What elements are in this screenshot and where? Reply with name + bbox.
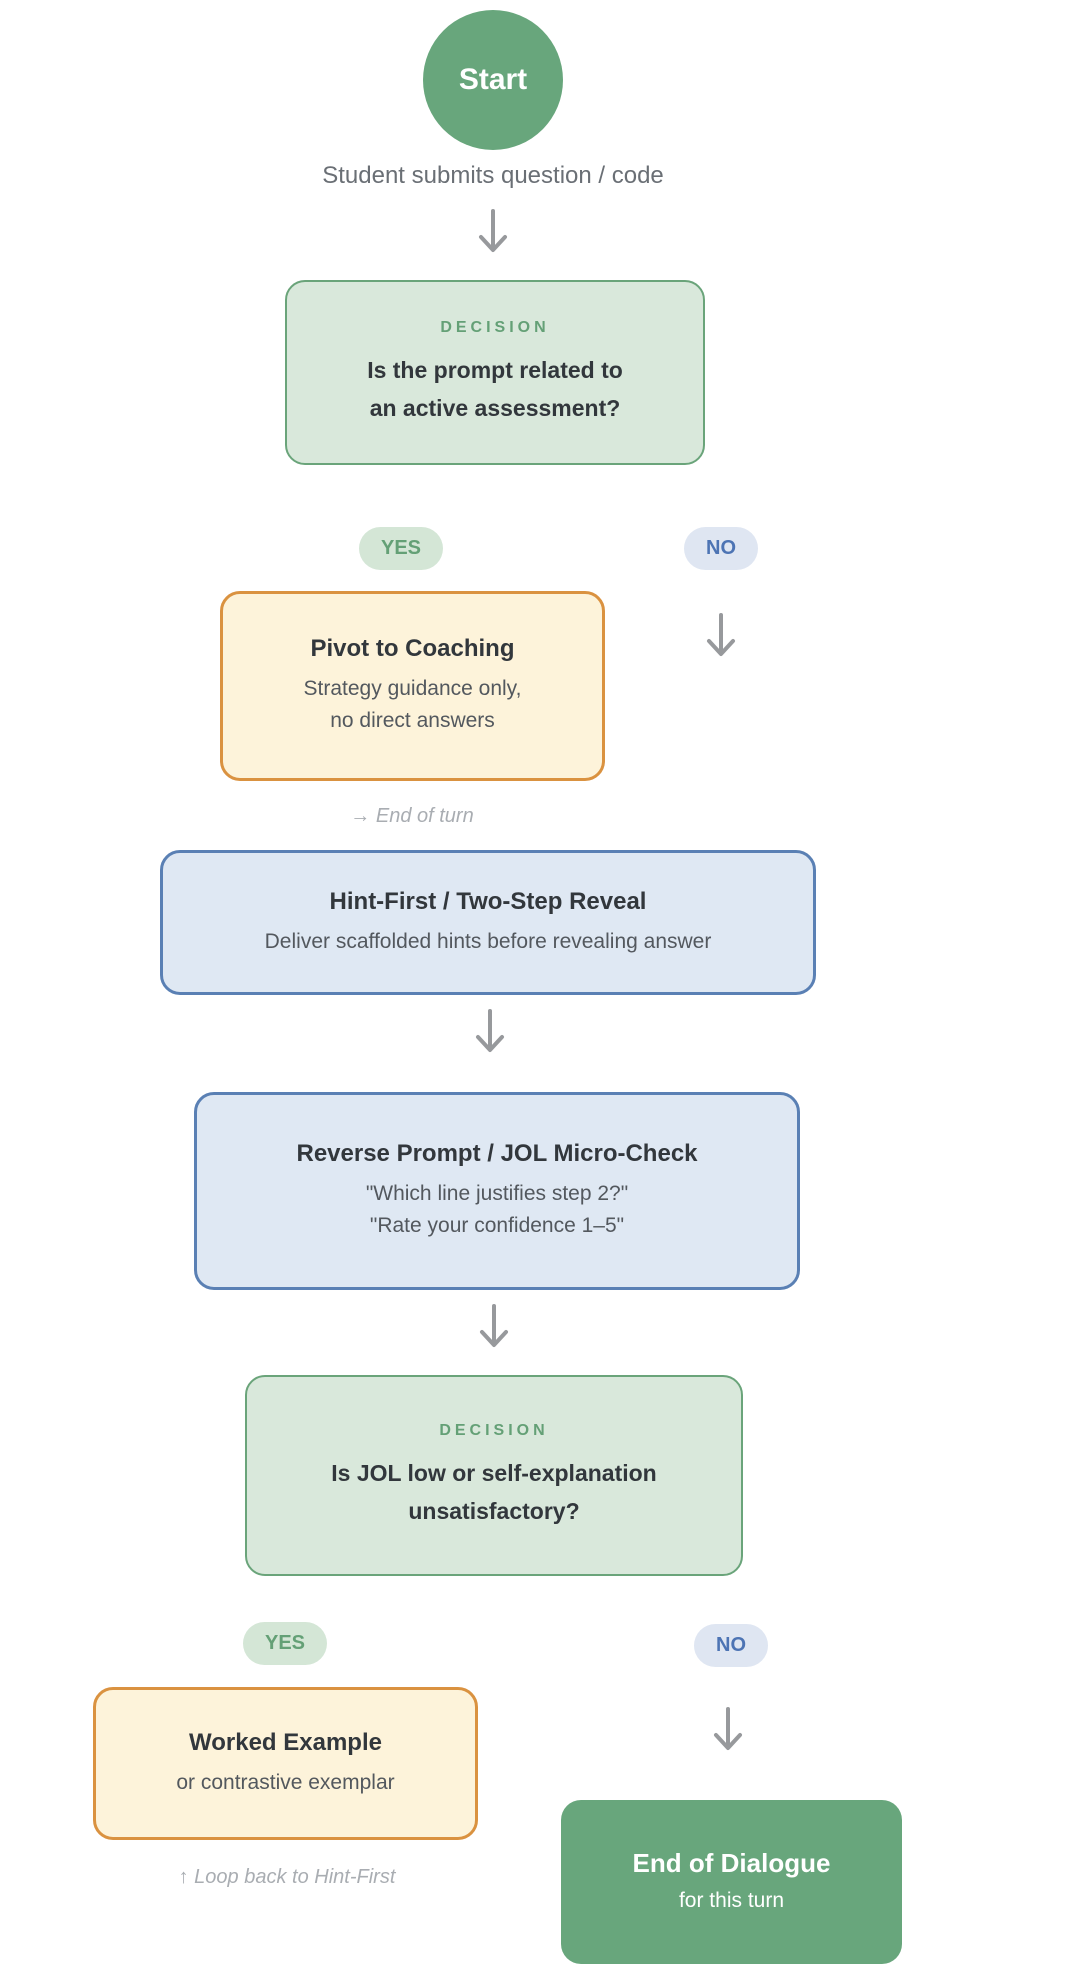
pivot-title: Pivot to Coaching: [310, 635, 515, 662]
yes-badge-1: YES: [358, 527, 444, 570]
pivot-sub-line2: no direct answers: [330, 709, 495, 732]
start-node: Start: [423, 10, 563, 150]
reverse-quote2: "Rate your confidence 1–5": [369, 1214, 625, 1237]
end-of-turn-note: → End of turn: [350, 805, 474, 827]
hint-node: Hint-First / Two-Step Reveal Deliver sca…: [160, 850, 816, 995]
yes-badge-2: YES: [242, 1622, 328, 1665]
arrow-no2-to-end: [710, 1706, 746, 1754]
down-arrow-icon: [707, 613, 735, 656]
hint-title: Hint-First / Two-Step Reveal: [329, 887, 647, 915]
down-arrow-icon: [479, 209, 507, 252]
down-arrow-icon: [476, 1009, 504, 1052]
arrow-hint-to-reverse: [472, 1008, 508, 1056]
arrow-no1-to-hint: [703, 612, 739, 660]
decision1-node: DECISION Is the prompt related to an act…: [285, 280, 705, 465]
no-badge-1: NO: [684, 527, 758, 570]
start-label: Start: [458, 63, 528, 96]
down-arrow-icon: [480, 1304, 508, 1347]
worked-title: Worked Example: [189, 1728, 382, 1756]
intro-text: Student submits question / code: [322, 162, 664, 189]
decision2-node: DECISION Is JOL low or self-explanation …: [245, 1375, 743, 1576]
pivot-node: Pivot to Coaching Strategy guidance only…: [220, 591, 605, 781]
pivot-sub-line1: Strategy guidance only,: [303, 677, 522, 700]
worked-subtitle: or contrastive exemplar: [176, 1770, 395, 1794]
arrow-intro-to-decision1: [475, 208, 511, 256]
reverse-node: Reverse Prompt / JOL Micro-Check "Which …: [194, 1092, 800, 1290]
arrow-reverse-to-decision2: [476, 1303, 512, 1351]
decision2-title-line2: unsatisfactory?: [408, 1497, 580, 1524]
reverse-title: Reverse Prompt / JOL Micro-Check: [296, 1140, 698, 1167]
decision2-kicker: DECISION: [439, 1421, 549, 1439]
loop-back-note: ↑ Loop back to Hint-First: [178, 1866, 396, 1888]
decision1-title-line2: an active assessment?: [369, 394, 621, 421]
decision1-kicker: DECISION: [440, 318, 550, 336]
decision2-title-line1: Is JOL low or self-explanation: [331, 1459, 657, 1486]
reverse-quote1: "Which line justifies step 2?": [365, 1182, 629, 1205]
hint-subtitle: Deliver scaffolded hints before revealin…: [264, 929, 712, 953]
end-subtitle: for this turn: [678, 1888, 785, 1912]
end-of-dialogue-node: End of Dialogue for this turn: [561, 1800, 902, 1964]
down-arrow-icon: [714, 1707, 742, 1750]
no-badge-2: NO: [694, 1624, 768, 1667]
worked-example-node: Worked Example or contrastive exemplar: [93, 1687, 478, 1840]
decision1-title-line1: Is the prompt related to: [367, 356, 623, 383]
end-title: End of Dialogue: [632, 1847, 831, 1878]
